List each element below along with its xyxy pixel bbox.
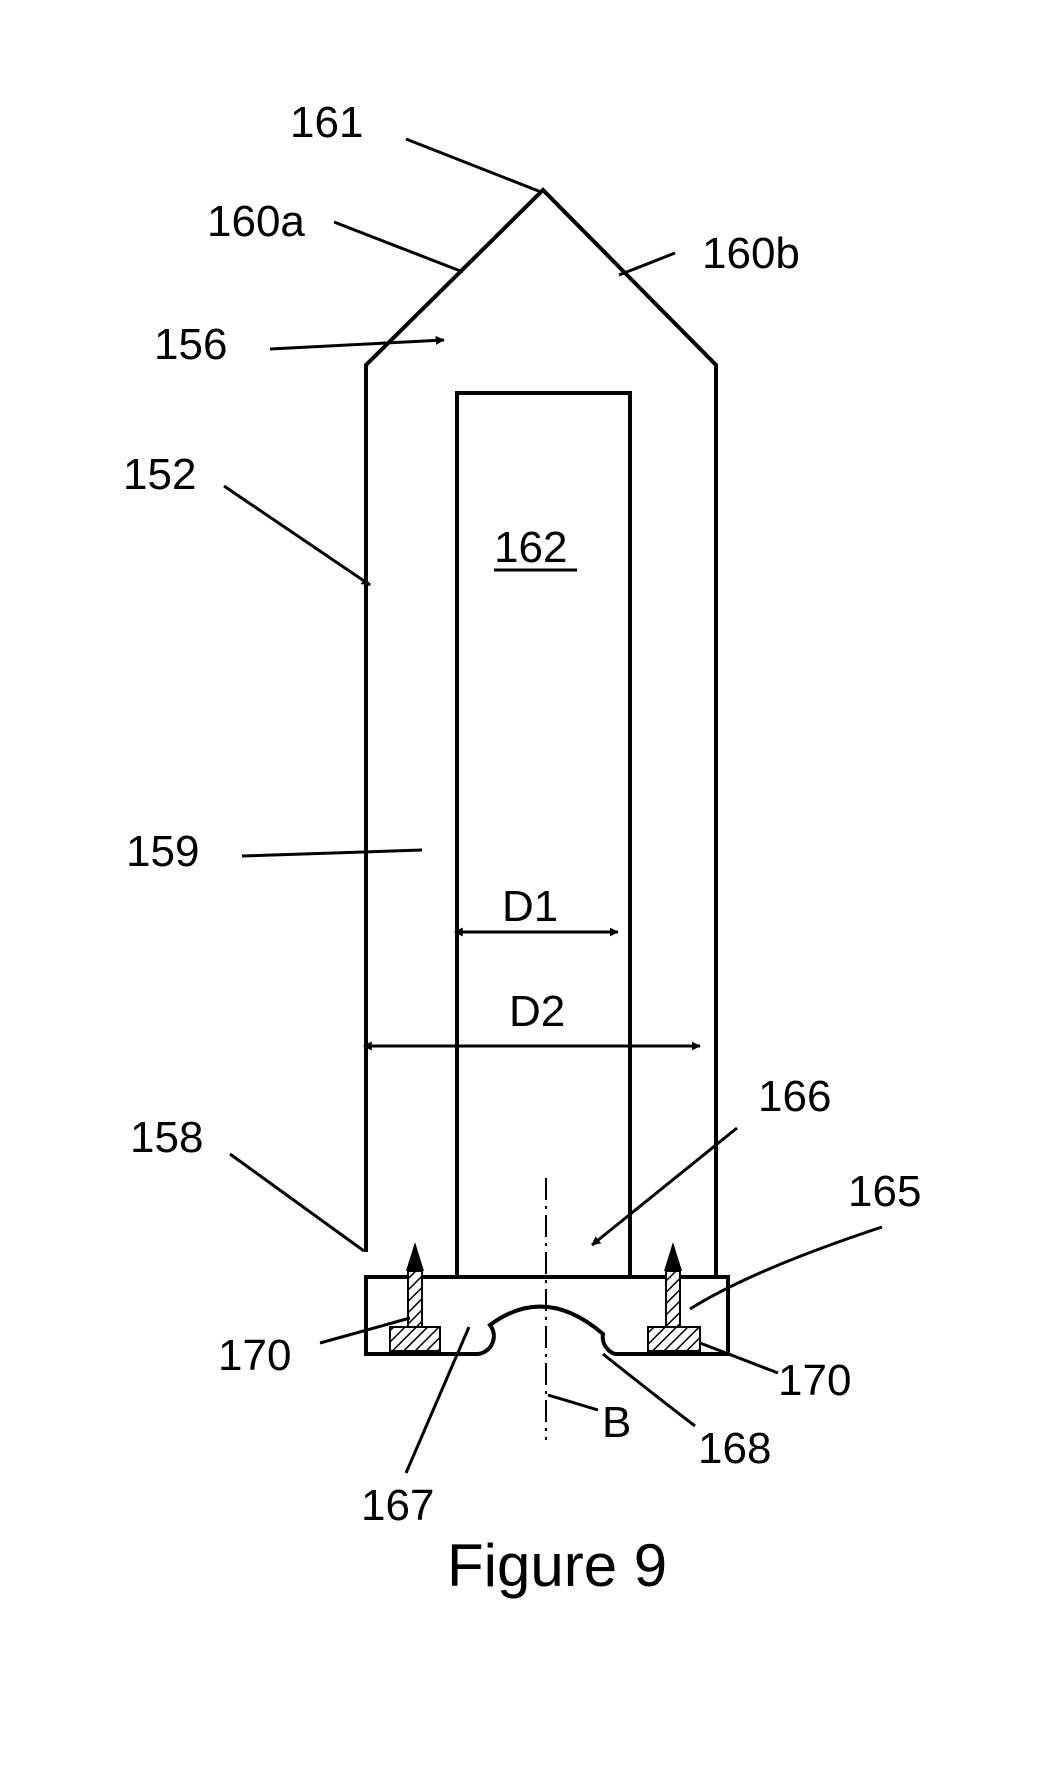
- leader-170-right: [699, 1341, 779, 1375]
- base-block: [364, 1275, 730, 1356]
- label-160a: 160a: [207, 197, 305, 246]
- leader-170-left: [319, 1316, 411, 1345]
- leader-166-arrow: [591, 1126, 738, 1247]
- leader-165: [689, 1225, 883, 1311]
- label-167: 167: [361, 1481, 434, 1530]
- fastener-left: [389, 1242, 441, 1352]
- label-160b: 160b: [702, 229, 800, 278]
- leader-160b: [618, 251, 676, 277]
- leader-156-arrow: [269, 335, 445, 351]
- figure-caption: Figure 9: [447, 1532, 667, 1599]
- leader-160a: [333, 220, 464, 274]
- outer-body-outline: [364, 187, 718, 1277]
- leader-152-arrow: [223, 484, 371, 587]
- label-165: 165: [848, 1167, 921, 1216]
- label-152: 152: [123, 450, 196, 499]
- leader-161: [405, 137, 542, 194]
- label-166: 166: [758, 1072, 831, 1121]
- label-axis-b: B: [602, 1398, 631, 1447]
- label-161: 161: [290, 98, 363, 147]
- leader-158: [229, 1152, 365, 1253]
- label-162: 162: [494, 523, 567, 572]
- leader-168: [602, 1352, 696, 1428]
- label-158: 158: [130, 1113, 203, 1162]
- label-168: 168: [698, 1424, 771, 1473]
- label-d2: D2: [509, 987, 565, 1036]
- leader-167: [404, 1326, 471, 1474]
- leader-axis-b: [547, 1393, 599, 1412]
- label-170-right: 170: [778, 1356, 851, 1405]
- label-d1: D1: [502, 882, 558, 931]
- fastener-right: [647, 1242, 701, 1352]
- label-156: 156: [154, 320, 227, 369]
- label-159: 159: [126, 827, 199, 876]
- label-170-left: 170: [218, 1331, 291, 1380]
- leader-159: [241, 848, 423, 858]
